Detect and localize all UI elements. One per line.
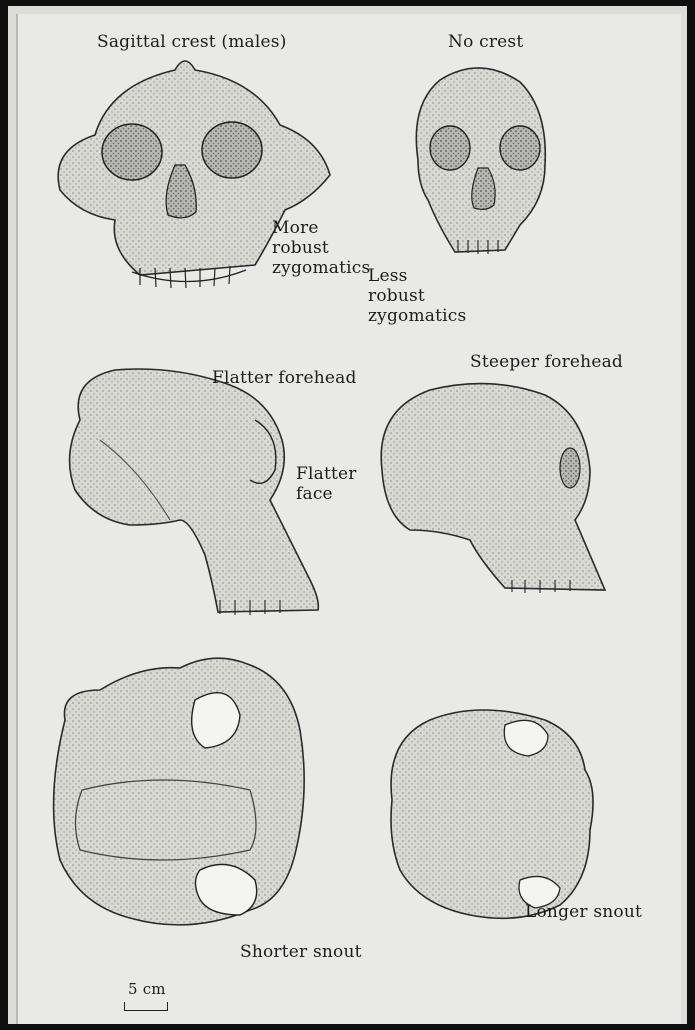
flatter-face-label: Flatter face xyxy=(296,464,356,504)
skull-2-top-view xyxy=(391,710,593,918)
less-robust-zygomatics-label: Less robust zygomatics xyxy=(368,266,463,326)
scale-label: 5 cm xyxy=(128,980,166,998)
sagittal-crest-label: Sagittal crest (males) xyxy=(97,32,287,52)
skull-1-side-view xyxy=(70,369,319,615)
longer-snout-label: Longer snout xyxy=(525,902,642,922)
shorter-snout-label: Shorter snout xyxy=(240,942,362,962)
skull-2-front-view xyxy=(416,68,545,254)
scale-bar xyxy=(124,1002,168,1011)
flatter-forehead-label: Flatter forehead xyxy=(212,368,357,388)
more-robust-zygomatics-label: More robust zygomatics xyxy=(272,218,367,278)
skull-2-side-view xyxy=(381,384,605,593)
no-crest-label: No crest xyxy=(448,32,523,52)
steeper-forehead-label: Steeper forehead xyxy=(470,352,623,372)
skull-1-top-view xyxy=(54,658,305,925)
